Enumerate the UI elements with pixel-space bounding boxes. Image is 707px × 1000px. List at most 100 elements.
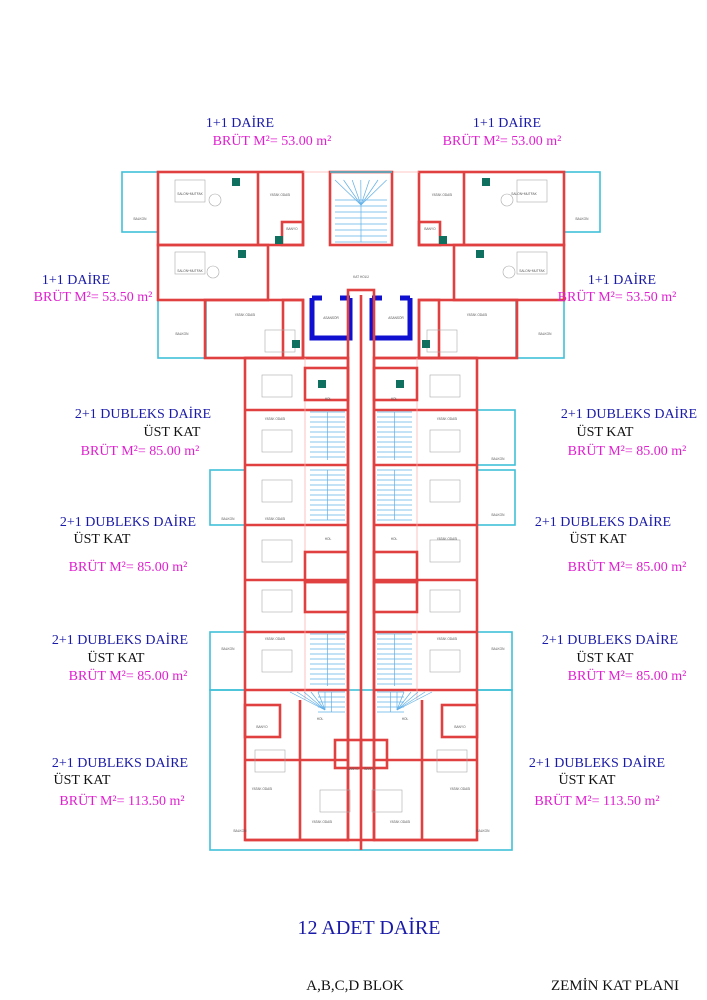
room-label: BALKON: [492, 647, 506, 651]
unit-floor: ÜST KAT: [570, 530, 627, 547]
bed: [174, 251, 206, 275]
room-label: BALKON: [134, 217, 148, 221]
unit-type: 2+1 DUBLEKS DAİRE: [60, 514, 196, 530]
block-label: A,B,C,D BLOK: [306, 978, 404, 994]
unit-area: BRÜT M²= 85.00 m²: [69, 667, 188, 684]
room-label: BALKON: [576, 217, 590, 221]
room-label: SALON+MUTFAK: [177, 269, 203, 273]
room-label: BANYO: [256, 725, 268, 729]
kitchen-appliance: [422, 340, 430, 348]
room-label: SALON+MUTFAK: [519, 269, 545, 273]
unit-count-title: 12 ADET DAİRE: [298, 916, 441, 939]
kitchen-appliance: [232, 178, 240, 186]
bed: [429, 539, 461, 563]
room-label: YATAK ODASI: [450, 787, 471, 791]
wall-unit-b-salon: [452, 243, 566, 302]
bed: [261, 374, 293, 398]
dining-table: [208, 193, 222, 207]
wall-bath: [280, 220, 305, 247]
unit-floor: ÜST KAT: [88, 649, 145, 666]
room-label: BANYO: [347, 767, 359, 771]
balcony: [563, 171, 601, 233]
balcony: [515, 299, 565, 359]
bed: [516, 251, 548, 275]
dining-table: [500, 193, 514, 207]
bed: [436, 749, 468, 773]
room-label: HOL: [402, 717, 409, 721]
bed: [429, 429, 461, 453]
wall-bath: [243, 703, 282, 739]
dining-table: [502, 265, 516, 279]
unit-area: BRÜT M²= 113.50 m²: [59, 792, 184, 809]
bed: [429, 374, 461, 398]
unit-area: BRÜT M²= 85.00 m²: [568, 442, 687, 459]
room-label: BALKON: [477, 829, 491, 833]
unit-type: 2+1 DUBLEKS DAİRE: [561, 406, 697, 422]
unit-area: BRÜT M²= 53.00 m²: [213, 132, 332, 149]
unit-area: BRÜT M²= 53.50 m²: [34, 288, 153, 305]
room-label: YATAK ODASI: [270, 193, 291, 197]
unit-floor: ÜST KAT: [577, 423, 634, 440]
room-label: ASANSÖR: [323, 316, 339, 320]
dining-table: [206, 265, 220, 279]
room-labels: SALON+MUTFAK SALON+MUTFAK SALON+MUTFAK S…: [134, 192, 590, 833]
kitchen-appliance: [275, 236, 283, 244]
room-label: YATAK ODASI: [265, 517, 286, 521]
wall-unit-b-bedroom: [417, 298, 519, 360]
bed: [516, 179, 548, 203]
wall-bath: [417, 298, 441, 360]
bed: [174, 179, 206, 203]
unit-type: 1+1 DAİRE: [42, 272, 110, 288]
unit-area: BRÜT M²= 85.00 m²: [568, 558, 687, 575]
unit-type: 1+1 DAİRE: [588, 272, 656, 288]
unit-label-row3-left: 2+1 DUBLEKS DAİRE ÜST KAT BRÜT M²= 85.00…: [60, 514, 196, 575]
unit-label-row5-right: 2+1 DUBLEKS DAİRE ÜST KAT BRÜT M²= 113.5…: [529, 755, 665, 809]
unit-label-row5-left: 2+1 DUBLEKS DAİRE ÜST KAT BRÜT M²= 113.5…: [52, 755, 188, 809]
room-label: HOL: [317, 717, 324, 721]
kitchen-appliance: [476, 250, 484, 258]
balcony: [157, 299, 207, 359]
wall-tower: [243, 356, 350, 842]
wall-tower: [372, 356, 479, 842]
room-label: YATAK ODASI: [252, 787, 273, 791]
unit-area: BRÜT M²= 85.00 m²: [69, 558, 188, 575]
bed: [261, 539, 293, 563]
wall-bath: [440, 703, 479, 739]
unit-type: 2+1 DUBLEKS DAİRE: [75, 406, 211, 422]
bed: [371, 789, 403, 813]
room-label: ASANSÖR: [388, 316, 404, 320]
wall-bath: [372, 550, 419, 584]
unit-area: BRÜT M²= 85.00 m²: [568, 667, 687, 684]
room-label: KAT HOLÜ: [353, 275, 369, 279]
room-label: YATAK ODASI: [265, 637, 286, 641]
balcony: [476, 631, 513, 691]
unit-type: 2+1 DUBLEKS DAİRE: [52, 632, 188, 648]
kitchen-appliance: [439, 236, 447, 244]
bed: [429, 649, 461, 673]
unit-label-mid-left: 1+1 DAİRE BRÜT M²= 53.50 m²: [34, 272, 153, 305]
bed: [429, 479, 461, 503]
unit-area: BRÜT M²= 113.50 m²: [534, 792, 659, 809]
unit-label-row2-left: 2+1 DUBLEKS DAİRE ÜST KAT BRÜT M²= 85.00…: [75, 406, 211, 459]
stair-winder: [343, 179, 362, 206]
room-label: BANYO: [364, 767, 376, 771]
room-label: BALKON: [176, 332, 190, 336]
bed: [264, 329, 296, 353]
room-label: BALKON: [492, 457, 506, 461]
room-label: BALKON: [492, 513, 506, 517]
bed: [261, 479, 293, 503]
bed: [261, 429, 293, 453]
unit-area: BRÜT M²= 53.00 m²: [443, 132, 562, 149]
unit-type: 1+1 DAİRE: [206, 115, 274, 131]
bed: [254, 749, 286, 773]
unit-label-mid-right: 1+1 DAİRE BRÜT M²= 53.50 m²: [558, 272, 677, 305]
stair-winder: [334, 179, 362, 206]
unit-label-row4-right: 2+1 DUBLEKS DAİRE ÜST KAT BRÜT M²= 85.00…: [542, 632, 686, 684]
room-label: YATAK ODASI: [437, 417, 458, 421]
unit-label-row4-left: 2+1 DUBLEKS DAİRE ÜST KAT BRÜT M²= 85.00…: [52, 632, 188, 684]
wall-bath: [372, 366, 419, 402]
wall-bath: [372, 580, 419, 614]
bed: [426, 329, 458, 353]
bed: [261, 649, 293, 673]
room-label: HOL: [325, 537, 332, 541]
